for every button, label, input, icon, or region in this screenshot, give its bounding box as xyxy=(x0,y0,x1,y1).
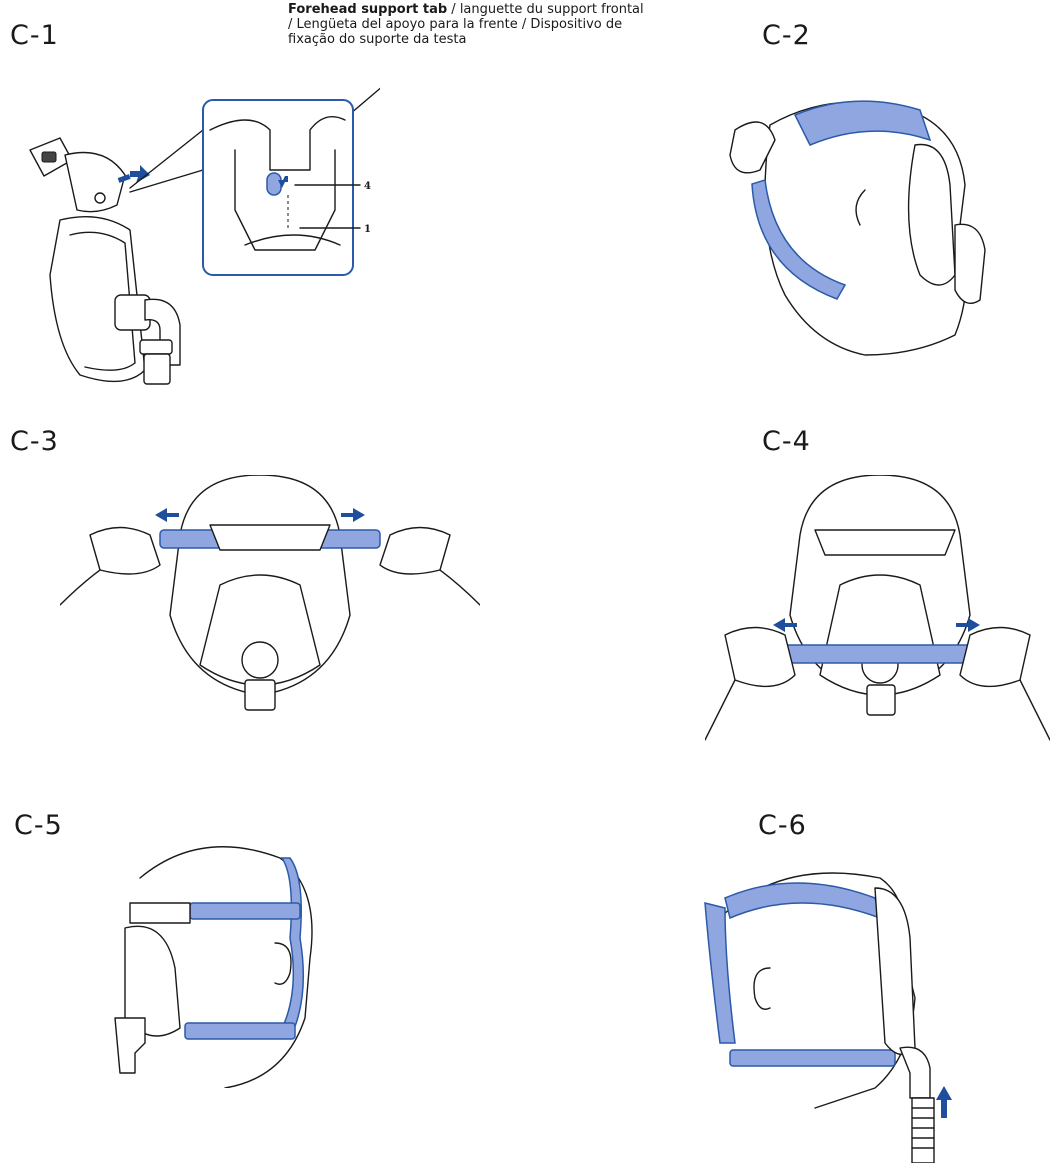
detail-label-1: 1 xyxy=(364,224,371,235)
forehead-tab-detail-inset: 4 1 xyxy=(203,100,371,275)
forehead-support-tab-callout: Forehead support tab / languette du supp… xyxy=(288,2,648,47)
full-face-mask-icon xyxy=(200,575,320,710)
hose-icon xyxy=(912,1098,934,1163)
step-label-c1: C-1 xyxy=(10,20,59,51)
full-face-mask-icon xyxy=(115,903,190,1073)
c4-illustration xyxy=(705,475,1050,745)
step-label-c5: C-5 xyxy=(14,810,63,841)
c6-illustration xyxy=(690,858,960,1163)
c5-illustration xyxy=(100,838,340,1088)
arrow-icon xyxy=(936,1086,952,1118)
arrow-icon xyxy=(956,618,980,632)
c3-illustration xyxy=(60,475,480,720)
step-label-c4: C-4 xyxy=(762,426,811,457)
detail-label-4: 4 xyxy=(364,181,371,192)
c1-illustration: 4 1 xyxy=(20,70,380,400)
step-label-c2: C-2 xyxy=(762,20,811,51)
arrow-icon xyxy=(155,508,179,522)
arrow-icon xyxy=(773,618,797,632)
step-label-c3: C-3 xyxy=(10,426,59,457)
callout-title: Forehead support tab xyxy=(288,2,447,17)
step-label-c6: C-6 xyxy=(758,810,807,841)
arrow-icon xyxy=(341,508,365,522)
c2-illustration xyxy=(710,85,1010,365)
full-face-mask-icon xyxy=(30,138,180,384)
